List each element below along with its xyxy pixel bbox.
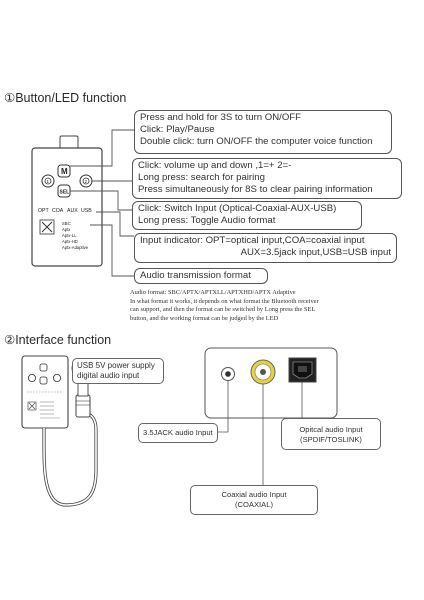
button-2-label: 2 <box>85 179 88 184</box>
callout-power-button: Press and hold for 3S to turn ON/OFF Cli… <box>134 110 392 154</box>
cross-mark <box>41 221 53 233</box>
small-m-button <box>39 363 48 372</box>
callout-volume-line-2: Long press: search for pairing <box>138 172 265 183</box>
optical-label-line-1: Opitcal audio Input <box>299 425 363 434</box>
audio-format-note: Audio format: SBC/APTX/APTXLL/APTXHD/APT… <box>130 289 392 323</box>
section-title-interface: ②Interface function <box>4 333 112 347</box>
label-optical-input: Opitcal audio Input (SPDIF/TOSLINK) <box>281 418 381 450</box>
note-line-3: can support, and then the format can be … <box>130 306 316 314</box>
callout-input-line-2: AUX=3.5jack input,USB=USB input <box>240 247 391 258</box>
volume-minus-button-shape[interactable] <box>41 174 55 188</box>
line-power <box>70 129 136 167</box>
button-1-label: 1 <box>47 179 50 184</box>
coax-label-line-2: (COAXIAL) <box>235 499 273 509</box>
callout-power-line-1: Press and hold for 3S to turn ON/OFF <box>140 112 302 123</box>
line-format <box>90 224 134 277</box>
callout-format-text: Audio transmission format <box>140 270 251 281</box>
label-usb-input: USB 5V power supply digital audio input <box>72 358 164 384</box>
led-opt-label: OPT <box>38 208 49 214</box>
format-sbc: SBC <box>62 221 71 226</box>
small-sel-button <box>39 376 48 385</box>
usb-label-line-1: USB 5V power supply <box>77 361 155 370</box>
callout-power-line-2: Click: Play/Pause <box>140 124 215 135</box>
coax-label-line-1: Coaxial audio Input <box>221 490 287 499</box>
callout-sel-button: Click: Switch Input (Optical-Coaxial-AUX… <box>132 201 362 230</box>
format-aptx-hd: Aptx-HD <box>62 239 78 244</box>
line-sel <box>70 190 132 211</box>
coaxial-port-pin <box>260 369 266 375</box>
label-coaxial-input: Coaxial audio Input (COAXIAL) <box>190 485 318 515</box>
callout-volume-line-1: Click: volume up and down ,1=+ 2=- <box>138 160 292 171</box>
small-button-2 <box>53 373 62 382</box>
usb-plug <box>75 394 91 418</box>
callout-volume-line-3: Press simultaneously for 8S to clear pai… <box>138 184 373 195</box>
headphone-icon <box>44 177 52 185</box>
callout-audio-format: Audio transmission format <box>134 268 268 284</box>
section-title-button-led: ①Button/LED function <box>4 91 127 105</box>
jack-label-text: 3.5JACK audio Input <box>143 428 213 437</box>
led-aux-label: AUX <box>67 208 78 214</box>
led-coa-label: COA <box>52 208 64 214</box>
jack-3-5-hole <box>225 371 231 377</box>
small-cross-mark <box>28 402 36 410</box>
label-jack-input: 3.5JACK audio Input <box>138 423 218 443</box>
format-aptx-ll: Aptx-LL <box>62 233 77 238</box>
usb-label-line-2: digital audio input <box>77 370 140 380</box>
callout-sel-line-2: Long press: Toggle Audio format <box>138 215 276 226</box>
m-button-label: M <box>61 167 68 176</box>
callout-sel-line-1: Click: Switch Input (Optical-Coaxial-AUX… <box>138 203 337 214</box>
format-aptx-adaptive: Aptx-Adaptive <box>62 245 89 250</box>
sel-button-label: SEL <box>60 190 70 196</box>
optical-label-line-2: (SPDIF/TOSLINK) <box>300 434 362 444</box>
headphone-icon <box>82 177 90 185</box>
led-usb-label: USB <box>81 208 92 214</box>
note-line-4: button, and the working format can be ju… <box>130 314 279 322</box>
note-line-2: In what format it works, it depends on w… <box>130 297 319 305</box>
rear-panel <box>204 347 338 419</box>
callout-input-indicator: Input indicator: OPT=optical input,COA=c… <box>134 233 397 263</box>
note-line-1: Audio format: SBC/APTX/APTXLL/APTXHD/APT… <box>130 289 296 296</box>
callout-power-line-3: Double click: turn ON/OFF the computer v… <box>140 136 373 147</box>
callout-volume-buttons: Click: volume up and down ,1=+ 2=- Long … <box>132 158 402 199</box>
line-jack <box>218 381 229 433</box>
line-input <box>96 211 134 237</box>
usb-cable-inner <box>43 413 97 506</box>
format-aptx: Aptx <box>62 227 71 232</box>
small-button-1 <box>27 373 36 382</box>
small-format-list <box>40 401 60 419</box>
device-top-connector <box>59 135 79 150</box>
callout-input-line-1: Input indicator: OPT=optical input,COA=c… <box>140 235 365 246</box>
m-button-shape[interactable] <box>57 164 71 178</box>
